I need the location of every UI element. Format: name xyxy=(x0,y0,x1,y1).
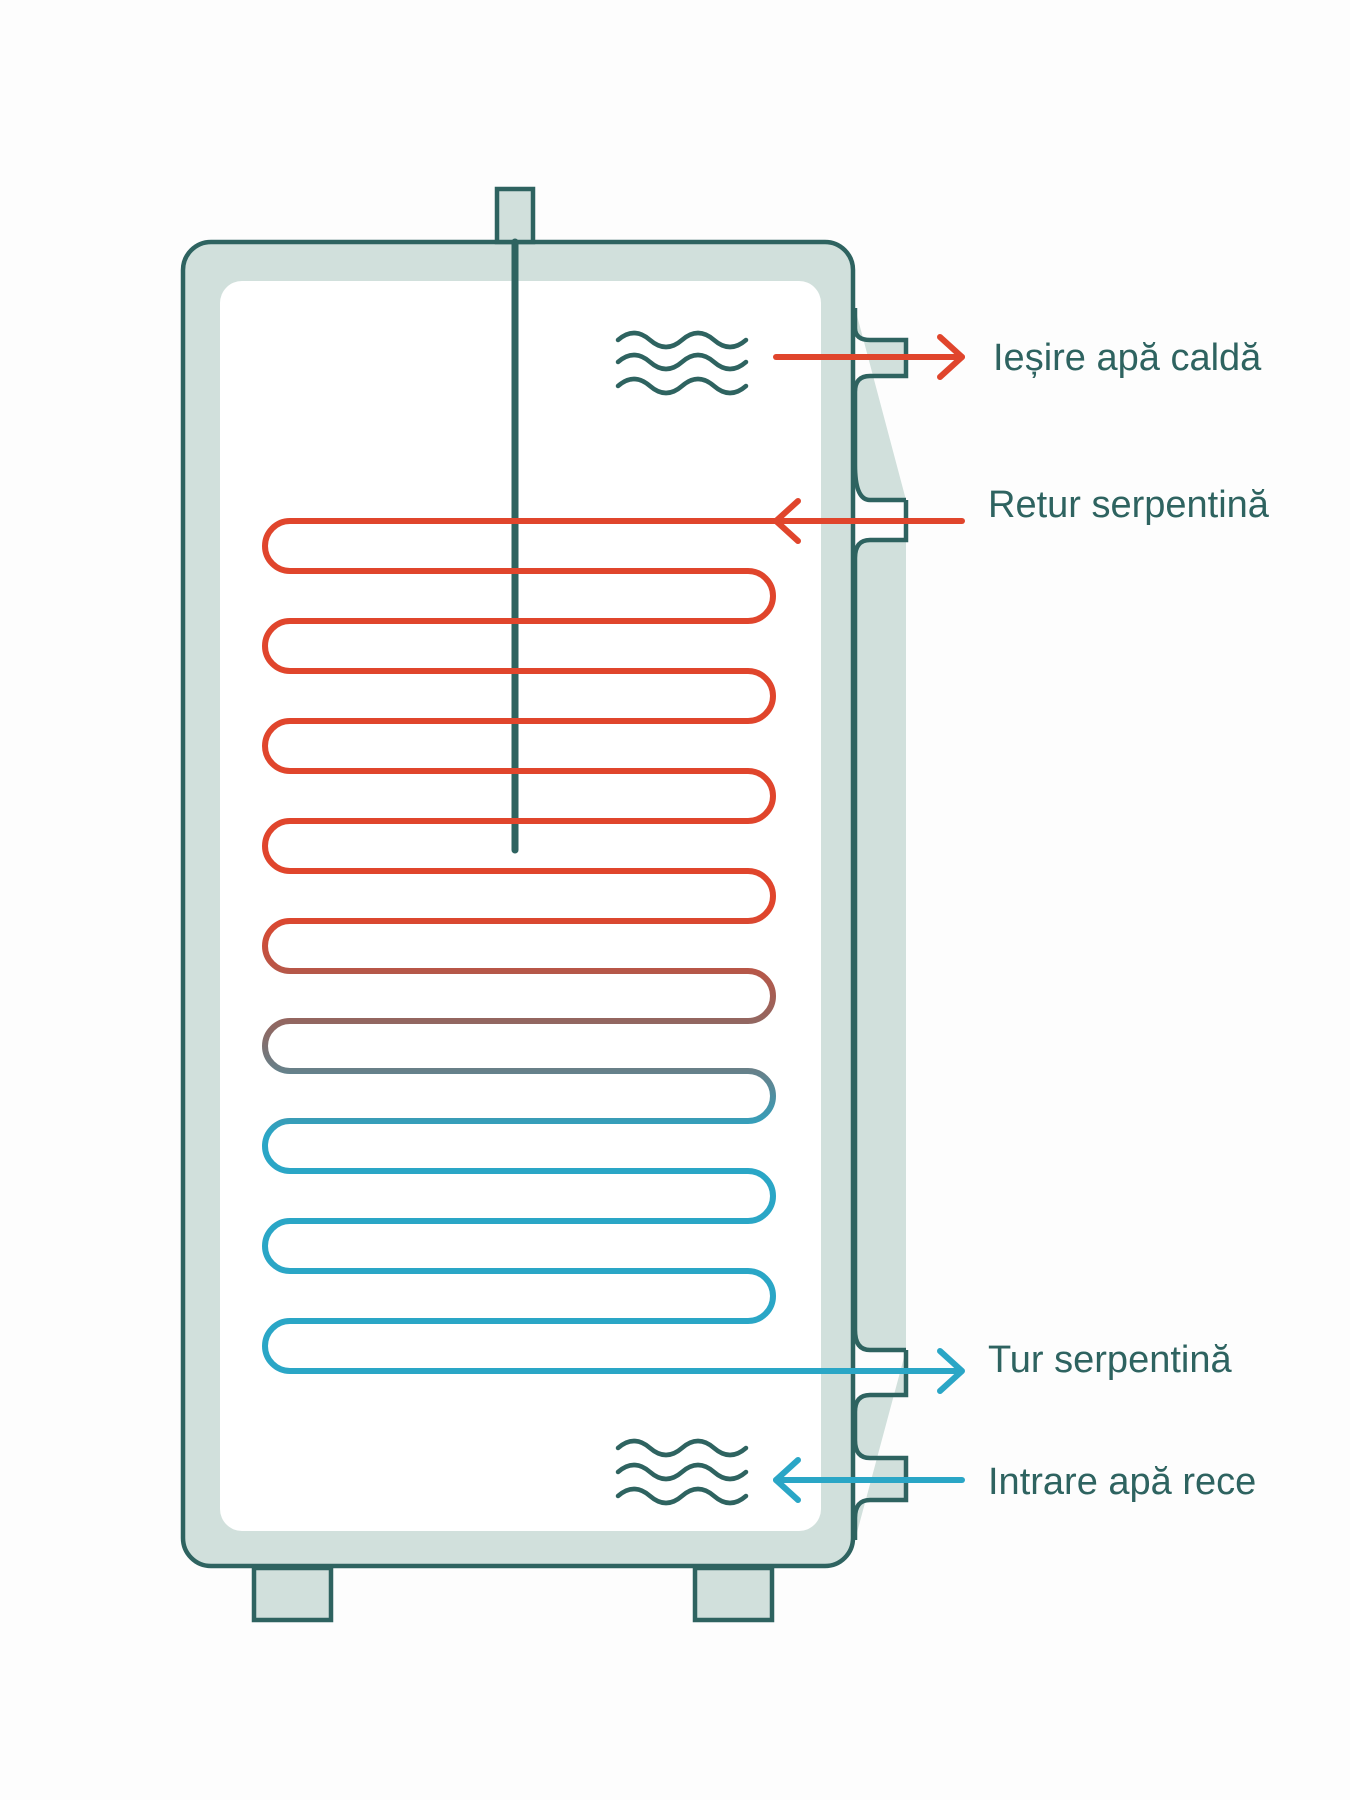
wave-icon xyxy=(615,330,749,396)
wave-icon xyxy=(615,1438,749,1506)
tank xyxy=(180,186,909,1623)
arrow-right-icon xyxy=(937,1348,965,1394)
tank-foot-right xyxy=(692,1565,775,1623)
tank-foot-left xyxy=(251,1565,334,1623)
port-collar-cold-inlet xyxy=(852,1350,909,1540)
arrow-left-icon xyxy=(773,1457,965,1503)
arrow-right-icon xyxy=(773,334,965,380)
port-collar-coil-return xyxy=(852,500,909,1353)
label-cold-water-inlet: Intrare apă rece xyxy=(988,1461,1256,1503)
label-coil-flow: Tur serpentină xyxy=(988,1339,1232,1381)
port-collar-hot-outlet xyxy=(852,308,909,503)
label-hot-water-outlet: Ieșire apă caldă xyxy=(993,337,1262,379)
arrow-left-icon xyxy=(773,498,965,544)
heating-coil xyxy=(262,518,960,1374)
rod-cap xyxy=(494,186,536,245)
label-coil-return: Retur serpentină xyxy=(988,484,1270,526)
tank-interior xyxy=(220,281,821,1531)
